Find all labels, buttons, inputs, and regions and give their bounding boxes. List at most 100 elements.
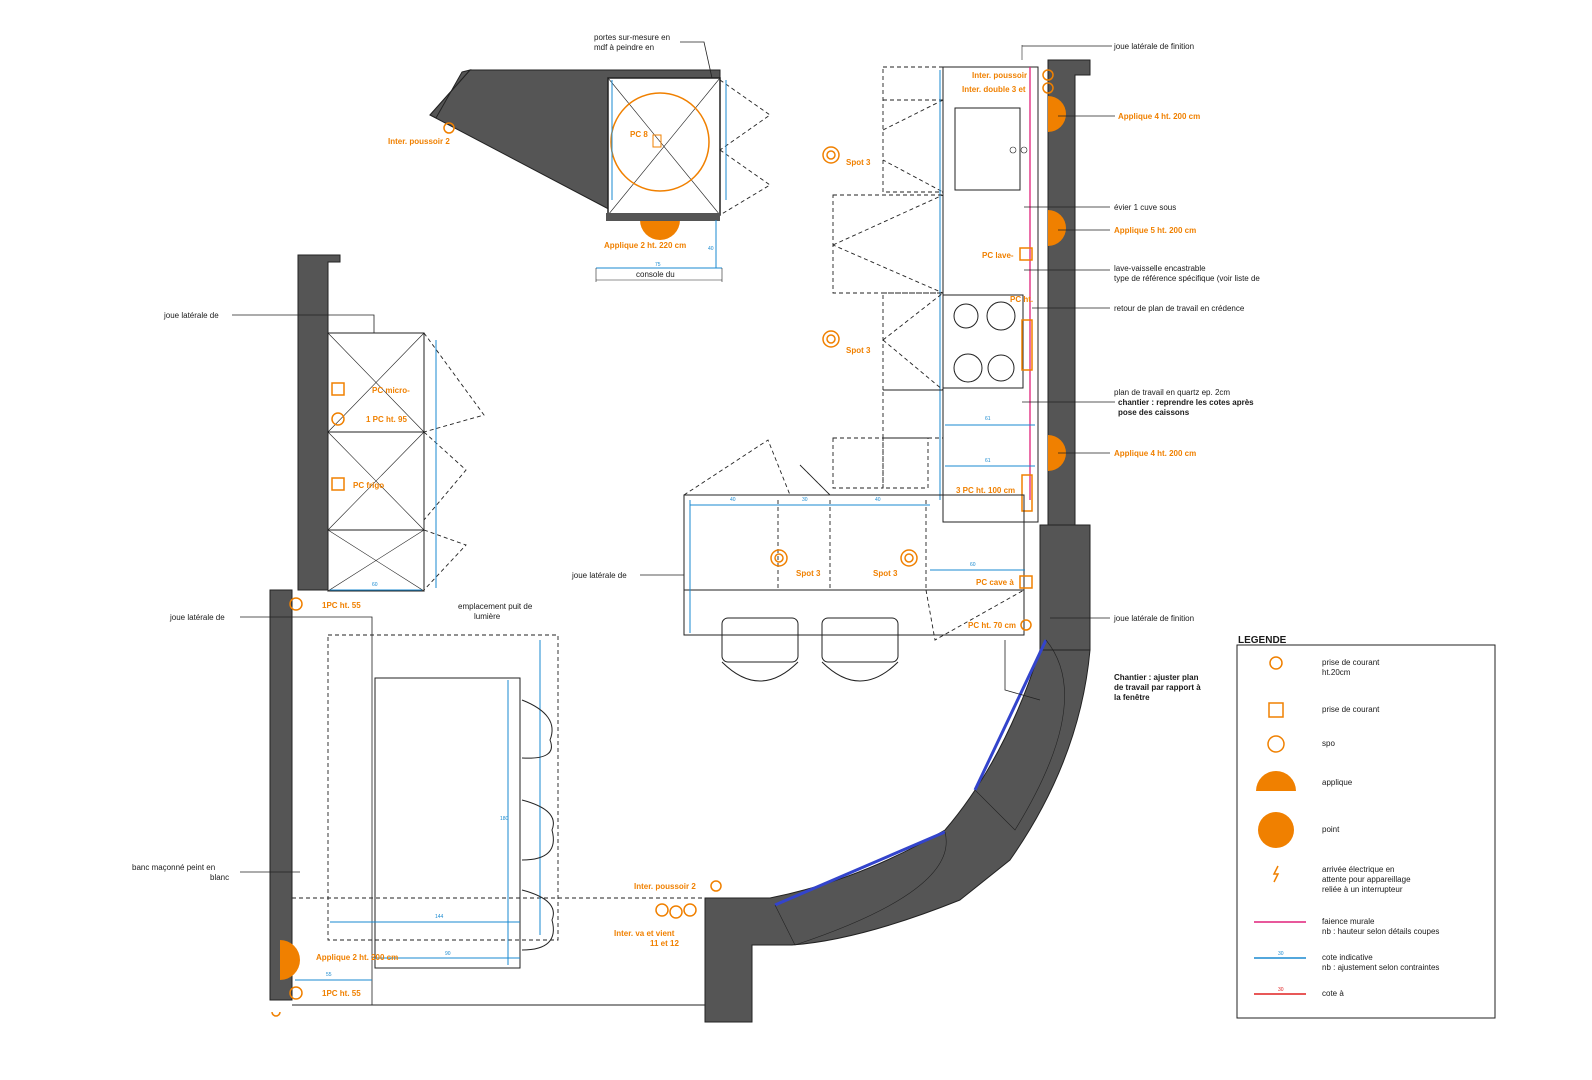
joue-finition-mid: joue latérale de finition: [1113, 614, 1194, 623]
socket-round-icon: [289, 986, 303, 1000]
inter-va-vient-1: Inter. va et vient: [614, 929, 675, 938]
dim-40a: 40: [730, 497, 736, 503]
socket-round-icon: [289, 597, 303, 611]
pc-1-ht55a: 1PC ht. 55: [322, 601, 361, 610]
chair: [521, 699, 553, 759]
applique2-bottom: Applique 2 ht. 200 cm: [316, 953, 398, 962]
push-switch-icon: [710, 880, 722, 892]
legend-item-label: cote à: [1322, 989, 1344, 998]
joue-lat-de: joue latérale de: [571, 571, 627, 580]
spot-icon: [770, 549, 788, 567]
legend-item-label: arrivée électrique en: [1322, 865, 1394, 874]
legend-item-label: nb : hauteur selon détails coupes: [1322, 927, 1439, 936]
pc3-label: 3 PC ht. 100 cm: [956, 486, 1015, 495]
left-tall-units: 60 joue latérale de PC micro- 1 PC ht. 9…: [163, 254, 485, 1005]
socket-square-icon: [331, 477, 345, 491]
chair: [521, 889, 554, 951]
chantier-win-1: Chantier : ajuster plan: [1114, 673, 1199, 682]
plan-travail: plan de travail en quartz ep. 2cm: [1114, 388, 1230, 397]
spot-icon: [1267, 735, 1285, 753]
dim-40b: 40: [875, 497, 881, 503]
chantier-win-3: la fenêtre: [1114, 693, 1150, 702]
chantier-2: pose des caissons: [1118, 408, 1190, 417]
pc-frigo: PC frigo: [353, 481, 384, 490]
legend-item: prise de courant: [1268, 702, 1380, 718]
legend-dim-value: 30: [1278, 951, 1284, 957]
applique-icon: [1048, 435, 1066, 471]
spot-icon: [900, 549, 918, 567]
evier-label: évier 1 cuve sous: [1114, 203, 1176, 212]
switch-icon: [1042, 82, 1054, 94]
legend-item-label: attente pour appareillage: [1322, 875, 1411, 884]
stool: [721, 617, 799, 663]
applique5-label: Applique 5 ht. 200 cm: [1114, 226, 1196, 235]
socket-square-icon: [1019, 247, 1033, 261]
legend-item-label: applique: [1322, 778, 1353, 787]
console-unit: PC 8 Applique 2 ht. 220 cm 75 40 console…: [388, 33, 771, 282]
stool: [821, 617, 899, 663]
spot-icon: [822, 146, 840, 164]
pc-1-ht55b: 1PC ht. 55: [322, 989, 361, 998]
legend-item: applique: [1256, 771, 1353, 791]
applique2-top-label: Applique 2 ht. 220 cm: [604, 241, 686, 250]
legend-item-label: spo: [1322, 739, 1335, 748]
joue-lat-left-top: joue latérale de: [163, 311, 219, 320]
legend-dim-value: 30: [1278, 987, 1284, 993]
dim-console-height: 40: [708, 246, 714, 252]
dim-60: 60: [970, 562, 976, 568]
dim-30: 30: [802, 497, 808, 503]
lave-vaisselle-1: lave-vaisselle encastrable: [1114, 264, 1206, 273]
chair: [521, 799, 554, 861]
spot3-b: Spot 3: [846, 346, 871, 355]
joue-lat-left-mid: joue latérale de: [169, 613, 225, 622]
switch-icon: [683, 903, 697, 917]
emplacement-2: lumière: [474, 612, 501, 621]
legend-item: 30 cote à: [1254, 987, 1344, 998]
legend-item-label: prise de courant: [1322, 658, 1380, 667]
pc8-label: PC 8: [630, 130, 648, 139]
point-icon: [1258, 812, 1294, 848]
socket-round-icon: [1020, 619, 1032, 631]
dim-60-left: 60: [372, 582, 378, 588]
console-label: console du: [636, 270, 675, 279]
dim-90: 90: [445, 951, 451, 957]
dim-55: 55: [326, 972, 332, 978]
joue-finition-top: joue latérale de finition: [1113, 42, 1194, 51]
chantier-1: chantier : reprendre les cotes après: [1118, 398, 1254, 407]
socket-round-icon: [1269, 656, 1283, 670]
applique-icon: [640, 220, 680, 240]
cooktop: [942, 294, 1024, 389]
switch-icon: [669, 905, 683, 919]
inter-poussoir-right: Inter. poussoir: [972, 71, 1027, 80]
legend-title: LEGENDE: [1238, 635, 1287, 646]
pc-cave: PC cave à: [976, 578, 1014, 587]
mdf-label: mdf à peindre en: [594, 43, 654, 52]
applique4-top: Applique 4 ht. 200 cm: [1118, 112, 1200, 121]
socket-square-icon: [1268, 702, 1284, 718]
lave-vaisselle-2: type de référence spécifique (voir liste…: [1114, 274, 1260, 283]
legend-item-label: faience murale: [1322, 917, 1375, 926]
applique-icon: [280, 940, 300, 980]
banc-1: banc maçonné peint en: [132, 863, 215, 872]
legend-item-label: nb : ajustement selon contraintes: [1322, 963, 1439, 972]
emplacement-1: emplacement puit de: [458, 602, 533, 611]
applique4-mid: Applique 4 ht. 200 cm: [1114, 449, 1196, 458]
inter-poussoir-bottom: Inter. poussoir 2: [634, 882, 696, 891]
socket-round-icon: [331, 412, 345, 426]
curved-window-wall: Chantier : ajuster plan de travail par r…: [704, 639, 1201, 1023]
inter-poussoir-top: Inter. poussoir 2: [388, 137, 450, 146]
spot-icon: [822, 330, 840, 348]
spot3-c: Spot 3: [796, 569, 821, 578]
socket-square-icon: [331, 382, 345, 396]
applique-icon: [1256, 771, 1296, 791]
dim-180: 180: [500, 816, 509, 822]
portes-label: portes sur-mesure en: [594, 33, 670, 42]
switch-icon: [1042, 69, 1054, 81]
inter-va-vient-2: 11 et 12: [650, 939, 679, 948]
pc-micro: PC micro-: [372, 386, 410, 395]
switch-icon: [655, 903, 669, 917]
